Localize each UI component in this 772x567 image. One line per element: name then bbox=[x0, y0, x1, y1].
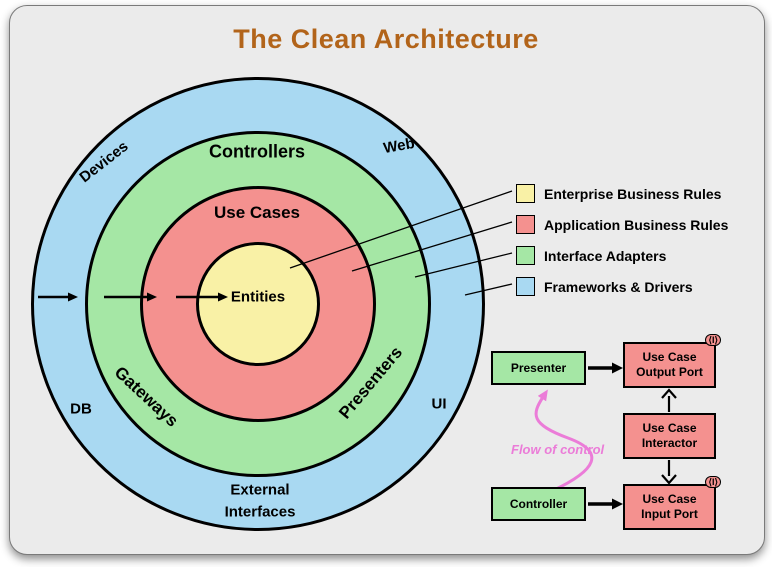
controller-box: Controller bbox=[491, 487, 586, 521]
frameworks-color-swatch bbox=[516, 277, 535, 296]
label-ui: UI bbox=[431, 395, 447, 413]
legend-label: Enterprise Business Rules bbox=[544, 185, 722, 202]
label-use-cases: Use Cases bbox=[213, 203, 301, 222]
legend-item-enterprise: Enterprise Business Rules bbox=[516, 178, 728, 209]
label-db: DB bbox=[70, 400, 92, 418]
presenter-box-label: Presenter bbox=[510, 360, 567, 375]
legend-item-adapters: Interface Adapters bbox=[516, 240, 728, 271]
enterprise-color-swatch bbox=[516, 184, 535, 203]
use-case-interactor-box: Use Case Interactor bbox=[623, 413, 716, 459]
legend-label: Interface Adapters bbox=[544, 247, 667, 264]
presenter-box: Presenter bbox=[491, 351, 586, 385]
legend-item-frameworks: Frameworks & Drivers bbox=[516, 271, 728, 302]
interface-icon: ⟨I⟩ bbox=[705, 334, 721, 346]
use-case-input-port-box: Use Case Input Port ⟨I⟩ bbox=[623, 476, 721, 530]
page-title: The Clean Architecture bbox=[233, 24, 539, 54]
application-color-swatch bbox=[516, 215, 535, 234]
use-case-output-port-box: Use Case Output Port ⟨I⟩ bbox=[623, 334, 721, 388]
interactor-label: Use Case Interactor bbox=[641, 421, 698, 450]
label-controllers: Controllers bbox=[208, 141, 306, 162]
legend-item-application: Application Business Rules bbox=[516, 209, 728, 240]
label-external-interfaces: External Interfaces bbox=[224, 481, 296, 520]
interface-icon: ⟨I⟩ bbox=[705, 476, 721, 488]
legend-label: Application Business Rules bbox=[544, 216, 729, 233]
input-port-label: Use Case Input Port bbox=[641, 492, 698, 521]
controller-box-label: Controller bbox=[509, 496, 568, 511]
legend-label: Frameworks & Drivers bbox=[544, 278, 693, 295]
flow-of-control-label: Flow of control bbox=[511, 442, 605, 457]
adapters-color-swatch bbox=[516, 246, 535, 265]
legend: Enterprise Business Rules Application Bu… bbox=[516, 178, 728, 302]
label-entities: Entities bbox=[230, 288, 286, 306]
output-port-label: Use Case Output Port bbox=[636, 350, 703, 379]
